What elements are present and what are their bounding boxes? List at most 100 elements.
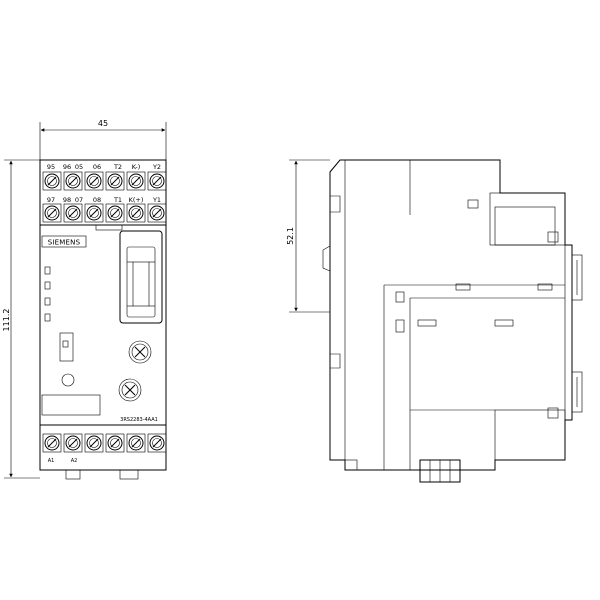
- terminal-screw-icon: [84, 203, 104, 223]
- screw-head: [128, 435, 144, 451]
- screw-slot: [110, 176, 120, 186]
- screw-head: [107, 173, 123, 189]
- screw-inner: [68, 208, 78, 218]
- terminal-frame: [147, 433, 167, 453]
- terminal-frame: [126, 203, 146, 223]
- bottom-clip: [65, 469, 81, 480]
- side-view: 52.1: [286, 159, 583, 483]
- small-window: [547, 407, 559, 419]
- screw-inner: [89, 208, 99, 218]
- terminal-frame: [105, 203, 125, 223]
- terminal-screw-icon: [105, 171, 125, 191]
- screw-inner: [47, 208, 57, 218]
- screw-slot: [68, 176, 78, 186]
- terminal-frame: [63, 171, 83, 191]
- front-latch-bump: [322, 245, 331, 272]
- screw-inner: [47, 176, 57, 186]
- screw-inner: [68, 176, 78, 186]
- terminal-screw-icon: [105, 433, 125, 453]
- terminal-label: K-): [132, 163, 140, 171]
- screw-slot: [131, 176, 141, 186]
- label-field: [41, 394, 101, 416]
- upper-terminal-block: [489, 192, 566, 246]
- terminal-label: T1: [113, 196, 122, 204]
- screw-head: [149, 173, 165, 189]
- terminal-frame: [84, 171, 104, 191]
- depth-dimension: 52.1: [286, 159, 330, 313]
- width-dimension-label: 45: [98, 119, 108, 128]
- vent-slot: [494, 319, 514, 327]
- bottom-clip: [119, 469, 139, 480]
- selector-switch: [59, 332, 74, 362]
- terminal-label: A1: [48, 458, 55, 464]
- terminal-label: T2: [113, 163, 122, 171]
- screw-head: [149, 205, 165, 221]
- screw-slot: [110, 208, 120, 218]
- terminal-screws: [42, 171, 167, 453]
- screw-head: [107, 205, 123, 221]
- screw-inner: [110, 176, 120, 186]
- terminal-screw-icon: [126, 203, 146, 223]
- order-number: 3RS2283-4AA1: [120, 417, 158, 423]
- latch-outer: [119, 230, 163, 324]
- screw-slot: [68, 208, 78, 218]
- width-dimension: 45: [39, 119, 167, 160]
- terminal-label: Y1: [152, 196, 161, 204]
- small-window: [395, 291, 405, 303]
- screw-slot: [47, 176, 57, 186]
- rail-connector: [571, 254, 583, 301]
- vent-slot: [455, 283, 471, 291]
- potentiometer-slot: [124, 384, 136, 396]
- screw-slot: [89, 438, 99, 448]
- terminal-screw-icon: [126, 171, 146, 191]
- screw-head: [86, 435, 102, 451]
- screw-slot: [47, 438, 57, 448]
- device-body: [39, 159, 167, 471]
- terminal-screw-icon: [84, 171, 104, 191]
- screw-slot: [152, 176, 162, 186]
- terminal-frame: [126, 433, 146, 453]
- screw-slot: [152, 438, 162, 448]
- terminal-screw-icon: [63, 203, 83, 223]
- led-indicator: [44, 281, 51, 290]
- bottom-terminal-labels: A1 A2: [48, 458, 78, 464]
- front-notch: [330, 353, 341, 369]
- screw-head: [44, 205, 60, 221]
- terminal-label: Y2: [152, 163, 161, 171]
- terminal-frame: [42, 433, 62, 453]
- lower-terminal-block: [494, 409, 566, 461]
- latch-inner: [126, 246, 156, 318]
- terminal-label: A2: [71, 458, 78, 464]
- terminal-screw-icon: [105, 203, 125, 223]
- terminal-label: K(+): [129, 196, 144, 204]
- reset-button: [61, 373, 75, 387]
- terminal-frame: [147, 203, 167, 223]
- depth-dimension-label: 52.1: [286, 227, 295, 245]
- terminal-frame: [105, 171, 125, 191]
- screw-inner: [152, 208, 162, 218]
- terminal-screw-icon: [126, 433, 146, 453]
- potentiometer-slot: [134, 346, 146, 358]
- screw-inner: [110, 438, 120, 448]
- potentiometer-outer: [118, 378, 142, 402]
- upper-terminal-inner: [494, 206, 556, 246]
- screw-head: [44, 173, 60, 189]
- potentiometer-upper: [128, 340, 152, 364]
- height-dimension: 111.2: [2, 159, 40, 479]
- terminal-label: 95: [47, 163, 55, 171]
- screw-head: [128, 205, 144, 221]
- small-window: [547, 231, 559, 243]
- front-view: 45 111.2 95 96 05 06 T2 K-) Y2 97 98 07: [2, 119, 167, 480]
- terminal-screw-icon: [42, 171, 62, 191]
- terminal-screw-icon: [63, 433, 83, 453]
- vent-slot: [537, 283, 553, 291]
- screw-inner: [47, 438, 57, 448]
- brand-label-frame: [41, 235, 87, 248]
- screw-head: [86, 173, 102, 189]
- terminal-frame: [42, 203, 62, 223]
- side-profile: [329, 159, 573, 471]
- screw-slot: [131, 208, 141, 218]
- terminal-screw-icon: [147, 171, 167, 191]
- top-tab: [95, 224, 123, 231]
